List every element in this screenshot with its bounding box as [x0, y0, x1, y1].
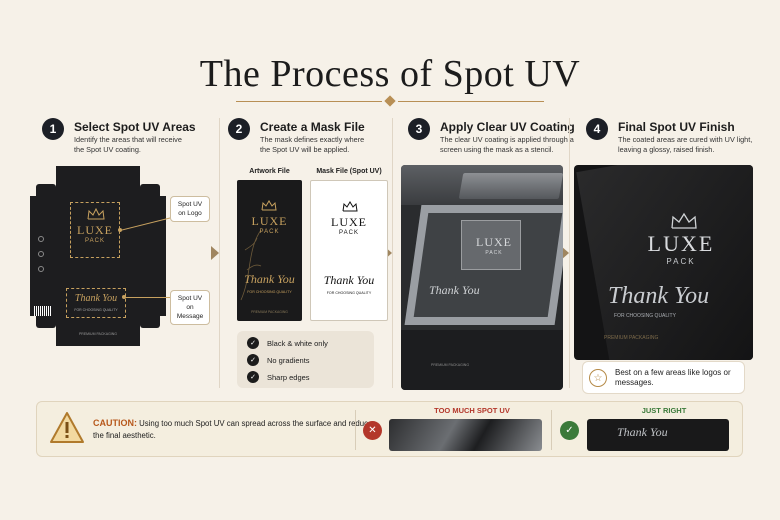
- thank-you-text: Thank You: [608, 283, 710, 309]
- step-number: 2: [228, 118, 250, 140]
- check-icon: ✓: [247, 337, 259, 349]
- brand-sub: PACK: [259, 229, 280, 235]
- artwork-file-card: LUXE PACK Thank You FOR CHOOSING QUALITY…: [237, 180, 302, 321]
- brand-name: LUXE: [647, 231, 715, 256]
- spot-uv-logo-area: LUXE PACK: [70, 202, 120, 258]
- step-title: Select Spot UV Areas: [74, 120, 196, 134]
- artwork-footer: PREMIUM PACKAGING: [251, 310, 288, 314]
- just-right-example: Thank You: [587, 419, 729, 451]
- screen-printing-photo: LUXE PACK Thank You PREMIUM PACKAGING: [401, 165, 563, 390]
- brand-sub: PACK: [85, 238, 105, 244]
- barcode-icon: [34, 306, 52, 316]
- step-title: Create a Mask File: [260, 120, 365, 134]
- brand-name: LUXE: [77, 223, 113, 237]
- tagline: FOR CHOOSING QUALITY: [74, 308, 118, 312]
- x-icon: ✕: [363, 421, 382, 440]
- caution-divider: [551, 410, 552, 450]
- step-number: 3: [408, 118, 430, 140]
- thank-you-text: Thank You: [244, 272, 295, 286]
- callout-dot: [118, 228, 122, 232]
- thank-you-text: Thank You: [617, 425, 668, 439]
- star-icon: ☆: [589, 369, 607, 387]
- step-description: The clear UV coating is applied through …: [440, 135, 574, 154]
- tip-text: Best on a few areas like logos or messag…: [615, 368, 731, 387]
- brand-name: LUXE: [476, 235, 512, 249]
- checklist-item: ✓Sharp edges: [247, 371, 310, 383]
- brand-sub: PACK: [666, 257, 696, 266]
- arrow-right-icon: [211, 246, 219, 260]
- mesh-stencil: [461, 220, 521, 270]
- just-right-label: JUST RIGHT: [641, 406, 687, 415]
- check-icon: ✓: [247, 354, 259, 366]
- step-number: 1: [42, 118, 64, 140]
- dieline-footer: PREMIUM PACKAGING: [78, 332, 118, 336]
- crown-icon: [342, 201, 358, 212]
- mask-file-card: LUXE PACK Thank You FOR CHOOSING QUALITY: [310, 180, 388, 321]
- floral-decoration-icon: [240, 229, 262, 301]
- crown-icon: [261, 200, 277, 211]
- tagline: FOR CHOOSING QUALITY: [614, 313, 676, 319]
- thank-you-text: Thank You: [429, 283, 480, 297]
- caution-text: CAUTION: Using too much Spot UV can spre…: [93, 417, 383, 442]
- warning-icon: [50, 412, 84, 443]
- column-divider: [219, 118, 220, 388]
- crown-icon: [87, 208, 105, 220]
- thank-you-text: Thank You: [323, 273, 375, 287]
- arrow-right-icon: [384, 246, 392, 260]
- caution-message: Using too much Spot UV can spread across…: [93, 419, 373, 440]
- step-description: The mask defines exactly where the Spot …: [260, 135, 365, 154]
- final-box-photo: LUXE PACK Thank You FOR CHOOSING QUALITY…: [574, 165, 753, 360]
- brand-name: LUXE: [251, 214, 288, 228]
- too-much-example: [389, 419, 542, 451]
- brand-name: LUXE: [331, 215, 367, 229]
- title-diamond: [384, 95, 396, 107]
- checklist-item: ✓Black & white only: [247, 337, 328, 349]
- too-much-label: TOO MUCH SPOT UV: [434, 406, 510, 415]
- caution-label: CAUTION:: [93, 418, 137, 428]
- callout-logo: Spot UV on Logo: [170, 196, 210, 222]
- step-description: The coated areas are cured with UV light…: [618, 135, 753, 154]
- caution-divider: [355, 410, 356, 450]
- caution-bar: CAUTION: Using too much Spot UV can spre…: [36, 401, 743, 457]
- tagline: FOR CHOOSING QUALITY: [326, 291, 372, 295]
- step-number: 4: [586, 118, 608, 140]
- box-footer: PREMIUM PACKAGING: [604, 335, 659, 341]
- thank-you-text: Thank You: [74, 293, 118, 304]
- crown-icon: [671, 212, 697, 229]
- brand-sub: PACK: [485, 250, 503, 256]
- check-icon: ✓: [247, 371, 259, 383]
- callout-dot: [122, 295, 126, 299]
- step-description: Identify the areas that will receive the…: [74, 135, 182, 154]
- checklist-item: ✓No gradients: [247, 354, 310, 366]
- box-dieline: LUXE PACK Thank You FOR CHOOSING QUALITY…: [30, 166, 170, 346]
- callout-leader: [124, 297, 172, 298]
- artwork-label: Artwork File: [249, 168, 290, 175]
- mask-checklist: ✓Black & white only ✓No gradients ✓Sharp…: [237, 331, 374, 388]
- check-icon: ✓: [560, 421, 579, 440]
- column-divider: [569, 118, 570, 388]
- step-title: Apply Clear UV Coating: [440, 120, 575, 134]
- page-title: The Process of Spot UV: [199, 53, 581, 95]
- mask-label: Mask File (Spot UV): [316, 168, 382, 175]
- callout-message: Spot UV on Message: [170, 290, 210, 325]
- arrow-right-icon: [561, 246, 569, 260]
- brand-sub: PACK: [339, 230, 359, 236]
- title-rule-left: [236, 101, 382, 102]
- tagline: FOR CHOOSING QUALITY: [247, 290, 292, 294]
- squeegee: [458, 173, 563, 199]
- tip-box: ☆ Best on a few areas like logos or mess…: [582, 361, 745, 394]
- title-rule-right: [398, 101, 544, 102]
- spot-uv-message-area: Thank You FOR CHOOSING QUALITY: [66, 288, 126, 318]
- column-divider: [392, 118, 393, 388]
- step-title: Final Spot UV Finish: [618, 120, 735, 134]
- box-footer: PREMIUM PACKAGING: [431, 363, 470, 367]
